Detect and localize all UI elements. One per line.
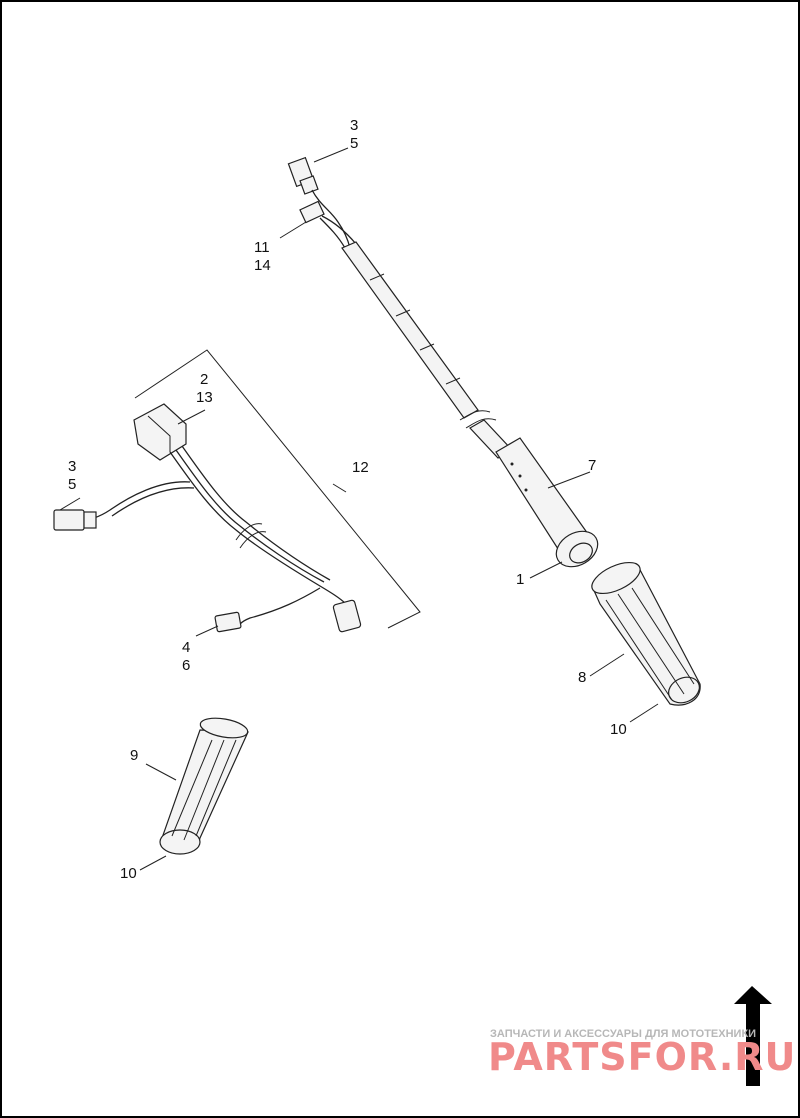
arrow-up-icon — [734, 986, 772, 1086]
callout-13: 13 — [196, 389, 213, 406]
right-grip — [591, 561, 701, 706]
left-harness — [53, 349, 421, 633]
callout-4: 4 — [182, 639, 190, 656]
callout-10-right: 10 — [610, 721, 627, 738]
watermark-brand: PARTSFOR.RU — [488, 1035, 796, 1079]
leader-lines — [59, 147, 659, 871]
callout-10-left: 10 — [120, 865, 137, 882]
callout-8: 8 — [578, 669, 586, 686]
callout-1: 1 — [516, 571, 524, 588]
callout-9: 9 — [130, 747, 138, 764]
callout-14: 14 — [254, 257, 271, 274]
callout-11: 11 — [254, 239, 270, 256]
callout-3-top: 3 — [350, 117, 358, 134]
callout-2: 2 — [200, 371, 208, 388]
watermark: ЗАПЧАСТИ И АКСЕССУАРЫ ДЛЯ МОТОТЕХНИКИ PA… — [488, 1028, 796, 1079]
callout-5-left: 5 — [68, 476, 76, 493]
throttle-harness — [287, 156, 599, 568]
callout-numbers: 3 5 11 14 2 13 12 3 5 7 1 4 6 8 10 9 10 — [68, 117, 627, 882]
callout-6: 6 — [182, 657, 190, 674]
callout-7: 7 — [588, 457, 596, 474]
left-grip — [159, 717, 249, 855]
watermark-tagline: ЗАПЧАСТИ И АКСЕССУАРЫ ДЛЯ МОТОТЕХНИКИ — [490, 1028, 756, 1040]
callout-5-top: 5 — [350, 135, 358, 152]
callout-12: 12 — [352, 459, 369, 476]
callout-3-left: 3 — [68, 458, 76, 475]
